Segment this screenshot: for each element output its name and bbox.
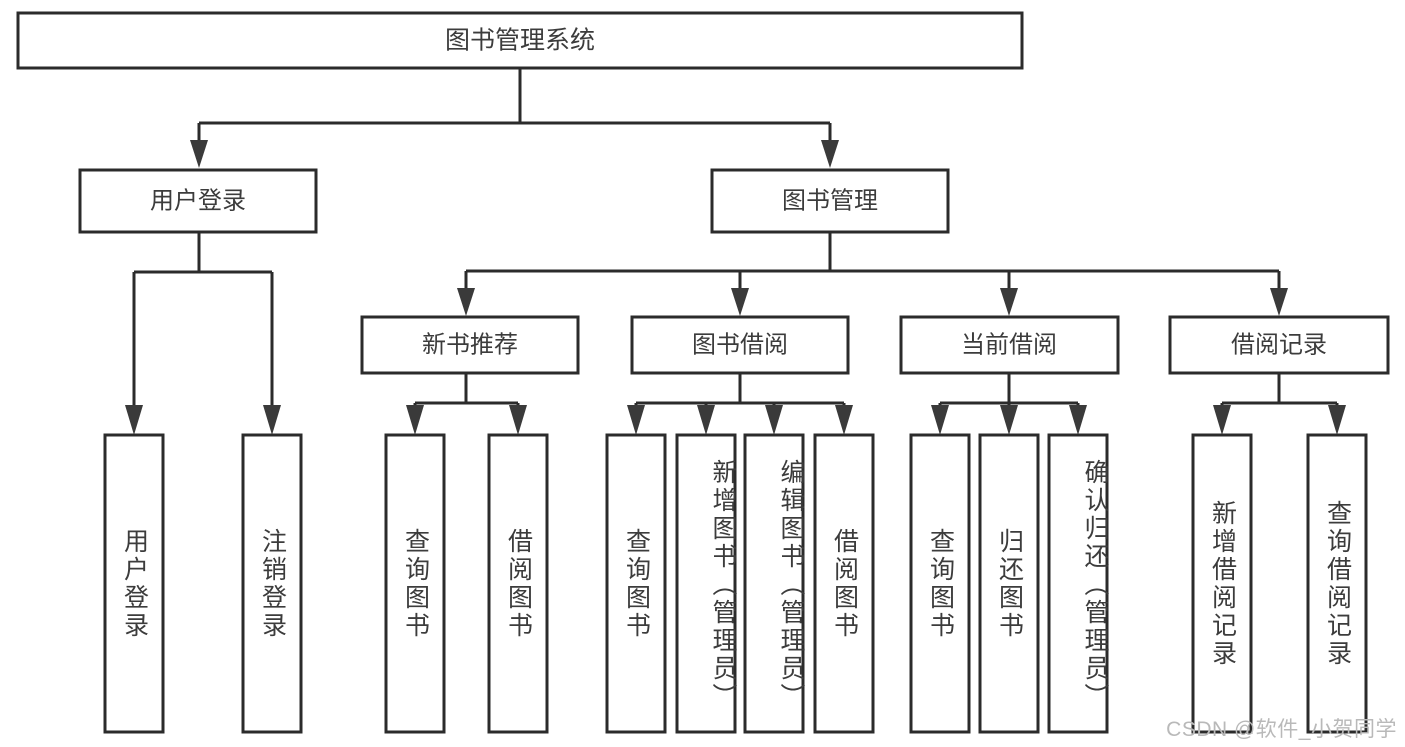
arrowhead-leaf-edit-book (765, 405, 783, 435)
leaf-user-logout-box[interactable] (241, 433, 303, 734)
leaf-edit-book-box[interactable] (743, 433, 805, 734)
arrowhead-leaf-user-login (125, 405, 143, 435)
leaf-query-book-2-box[interactable] (605, 433, 667, 734)
node-user-login-box[interactable] (78, 168, 318, 234)
connector-group (125, 68, 1346, 435)
node-user-login-label: 用户登录 (150, 187, 246, 214)
node-book-borrow-label: 图书借阅 (692, 331, 788, 358)
node-book-management-label: 图书管理 (782, 187, 878, 214)
node-book-management[interactable]: 图书管理 (710, 168, 950, 234)
leaf-add-book-box[interactable] (675, 433, 737, 734)
arrowhead-leaf-query-book-3 (931, 405, 949, 435)
node-new-book-recommend-label: 新书推荐 (422, 331, 518, 358)
arrowhead-leaf-borrow-book-2 (835, 405, 853, 435)
leaf-confirm-return-box[interactable] (1047, 433, 1109, 734)
watermark-text: CSDN @软件_小贺同学 (1166, 718, 1397, 741)
arrowhead-leaf-confirm-return (1069, 405, 1087, 435)
node-book-borrow-box[interactable] (630, 315, 850, 375)
arrowhead-user-login (190, 140, 208, 168)
leaf-borrow-book-2-box[interactable] (813, 433, 875, 734)
leaf-query-book-3-box[interactable] (909, 433, 971, 734)
arrowhead-new-book-recommend (457, 288, 475, 316)
node-user-login[interactable]: 用户登录 (78, 168, 318, 234)
arrowhead-leaf-borrow-book-1 (509, 405, 527, 435)
arrowhead-book-management (821, 140, 839, 168)
node-borrow-record[interactable]: 借阅记录 (1168, 315, 1390, 375)
node-root-box[interactable] (16, 11, 1024, 70)
node-root[interactable]: 图书管理系统 (16, 11, 1024, 70)
arrowhead-current-borrow (1000, 288, 1018, 316)
leaf-add-record-box[interactable] (1191, 433, 1253, 734)
arrowhead-leaf-query-book-1 (406, 405, 424, 435)
node-new-book-recommend-box[interactable] (360, 315, 580, 375)
leaf-box-group (103, 433, 1368, 734)
arrowhead-leaf-return-book (1000, 405, 1018, 435)
node-current-borrow-box[interactable] (899, 315, 1120, 375)
arrowhead-borrow-record (1270, 288, 1288, 316)
arrowhead-leaf-query-book-2 (627, 405, 645, 435)
leaf-query-book-1-box[interactable] (384, 433, 446, 734)
node-new-book-recommend[interactable]: 新书推荐 (360, 315, 580, 375)
leaf-query-record-box[interactable] (1306, 433, 1368, 734)
arrowhead-leaf-query-record (1328, 405, 1346, 435)
node-current-borrow[interactable]: 当前借阅 (899, 315, 1120, 375)
node-book-management-box[interactable] (710, 168, 950, 234)
node-current-borrow-label: 当前借阅 (961, 331, 1057, 358)
leaf-return-book-box[interactable] (978, 433, 1040, 734)
arrowhead-leaf-add-book (697, 405, 715, 435)
leaf-user-login-box[interactable] (103, 433, 165, 734)
arrowhead-book-borrow (731, 288, 749, 316)
node-book-borrow[interactable]: 图书借阅 (630, 315, 850, 375)
leaf-borrow-book-1-box[interactable] (487, 433, 549, 734)
node-root-label: 图书管理系统 (445, 27, 595, 55)
arrowhead-leaf-user-logout (263, 405, 281, 435)
arrowhead-leaf-add-record (1213, 405, 1231, 435)
node-borrow-record-box[interactable] (1168, 315, 1390, 375)
node-borrow-record-label: 借阅记录 (1231, 331, 1327, 358)
